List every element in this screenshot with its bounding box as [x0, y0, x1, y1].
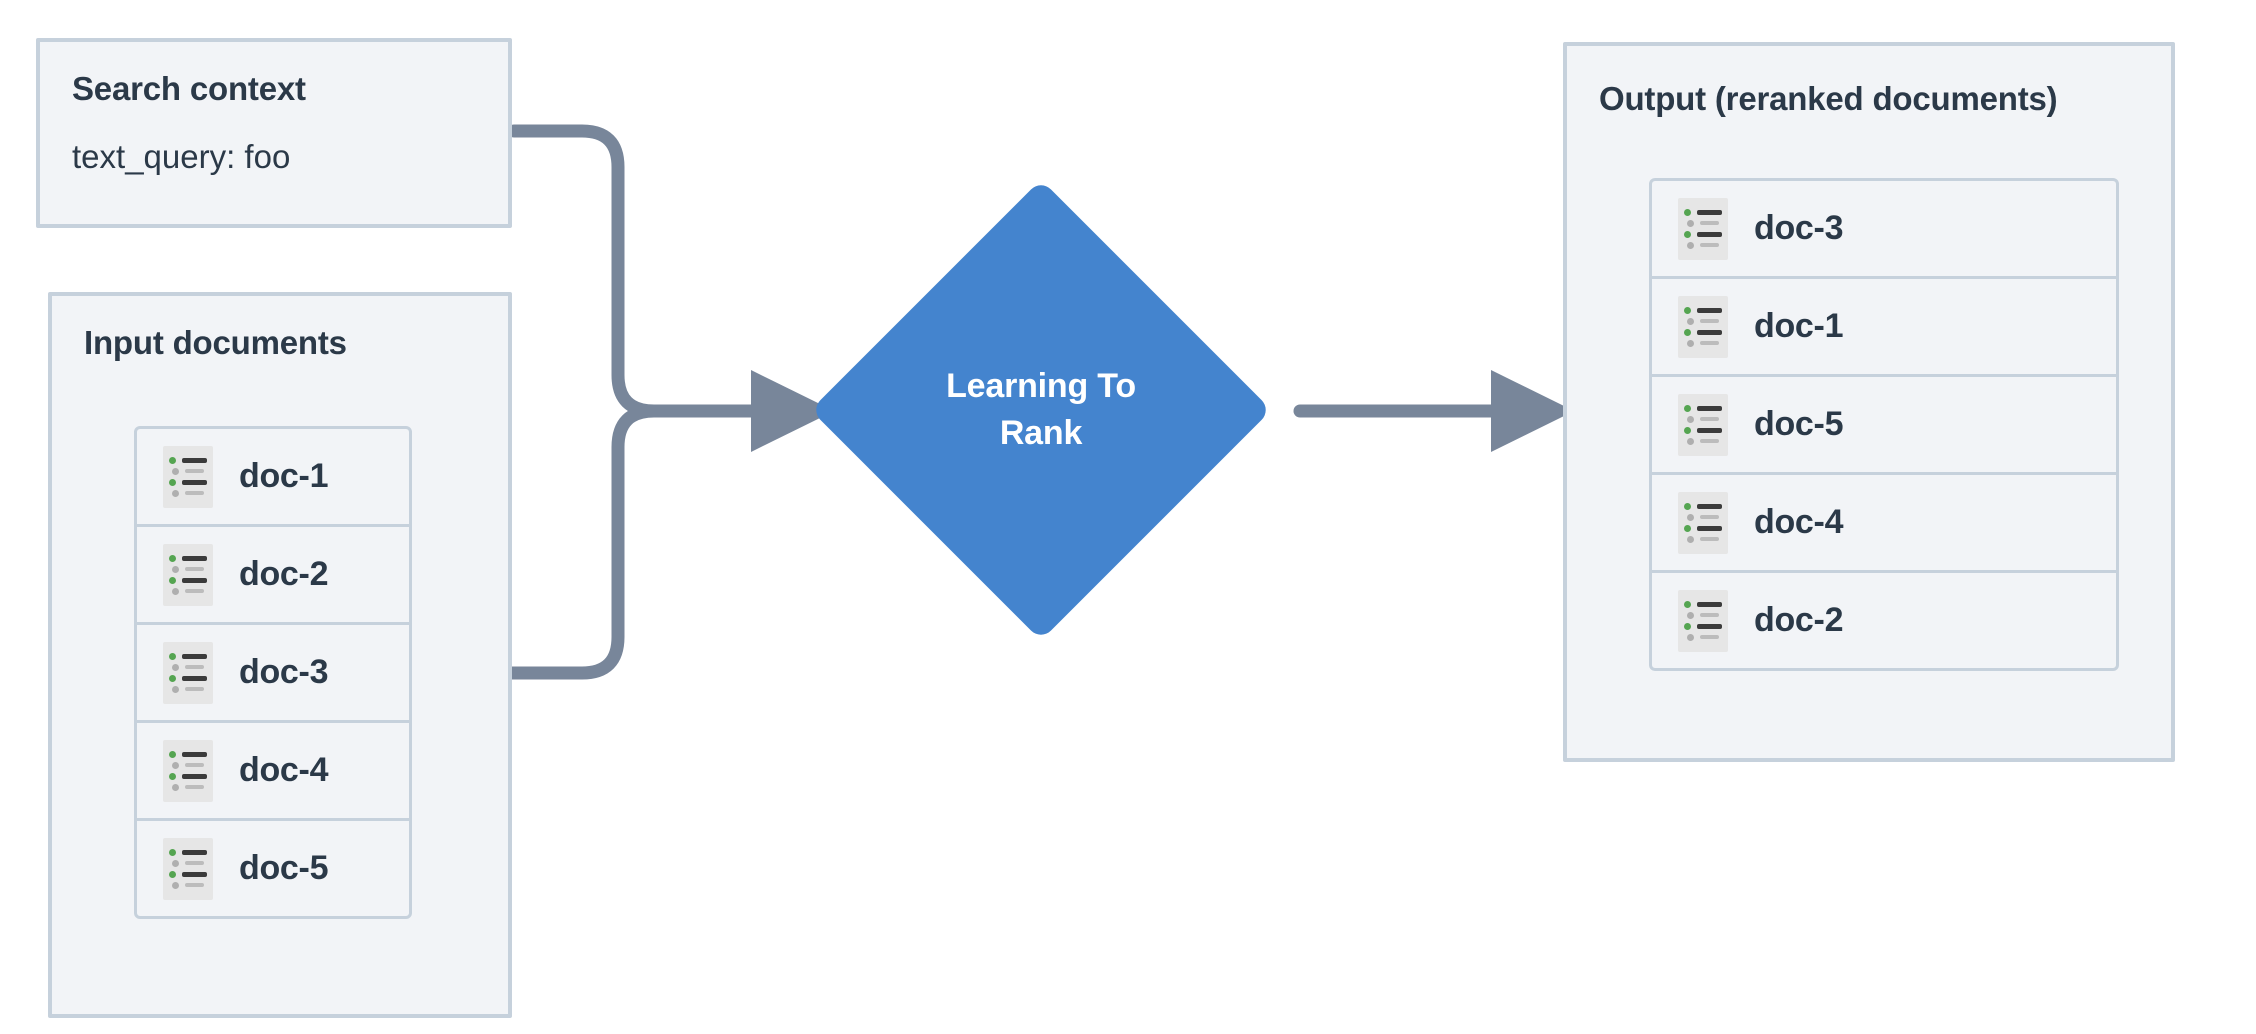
output-document-row[interactable]: doc-2 — [1649, 570, 2119, 671]
input-document-row[interactable]: doc-5 — [134, 818, 412, 919]
output-document-row[interactable]: doc-4 — [1649, 472, 2119, 573]
doc-label: doc-4 — [239, 751, 329, 789]
document-list-icon — [1678, 295, 1728, 358]
doc-label: doc-4 — [1754, 503, 1844, 541]
output-document-row[interactable]: doc-1 — [1649, 276, 2119, 377]
output-document-row[interactable]: doc-5 — [1649, 374, 2119, 475]
document-list-icon — [1678, 393, 1728, 456]
document-list-icon — [1678, 491, 1728, 554]
document-list-icon — [1678, 589, 1728, 652]
edge-search-context-to-ltr — [507, 124, 707, 418]
input-document-row[interactable]: doc-2 — [134, 524, 412, 625]
output-documents-list: doc-3 doc-1 doc-5 doc-4 doc-2 — [1649, 178, 2119, 671]
document-list-icon — [163, 543, 213, 606]
document-list-icon — [163, 641, 213, 704]
input-document-row[interactable]: doc-1 — [134, 426, 412, 527]
input-documents-title: Input documents — [84, 324, 347, 361]
document-list-icon — [1678, 197, 1728, 260]
learning-to-rank-label: Learning To Rank — [946, 367, 1136, 452]
search-context-query: text_query: foo — [72, 138, 291, 175]
output-document-row[interactable]: doc-3 — [1649, 178, 2119, 279]
doc-label: doc-1 — [239, 457, 329, 495]
document-list-icon — [163, 739, 213, 802]
doc-label: doc-5 — [239, 849, 329, 887]
doc-label: doc-3 — [239, 653, 329, 691]
doc-label: doc-2 — [239, 555, 329, 593]
search-context-panel: Search context text_query: foo — [36, 38, 512, 228]
edge-input-documents-to-ltr — [500, 404, 707, 680]
document-list-icon — [163, 837, 213, 900]
output-title: Output (reranked documents) — [1599, 80, 2058, 117]
doc-label: doc-3 — [1754, 209, 1844, 247]
search-context-title: Search context — [72, 70, 306, 107]
input-document-row[interactable]: doc-4 — [134, 720, 412, 821]
document-list-icon — [163, 445, 213, 508]
input-document-row[interactable]: doc-3 — [134, 622, 412, 723]
doc-label: doc-5 — [1754, 405, 1844, 443]
input-documents-list: doc-1 doc-2 doc-3 doc-4 doc-5 — [134, 426, 412, 919]
learning-to-rank-node[interactable]: Learning To Rank — [810, 179, 1272, 641]
doc-label: doc-2 — [1754, 601, 1844, 639]
doc-label: doc-1 — [1754, 307, 1844, 345]
